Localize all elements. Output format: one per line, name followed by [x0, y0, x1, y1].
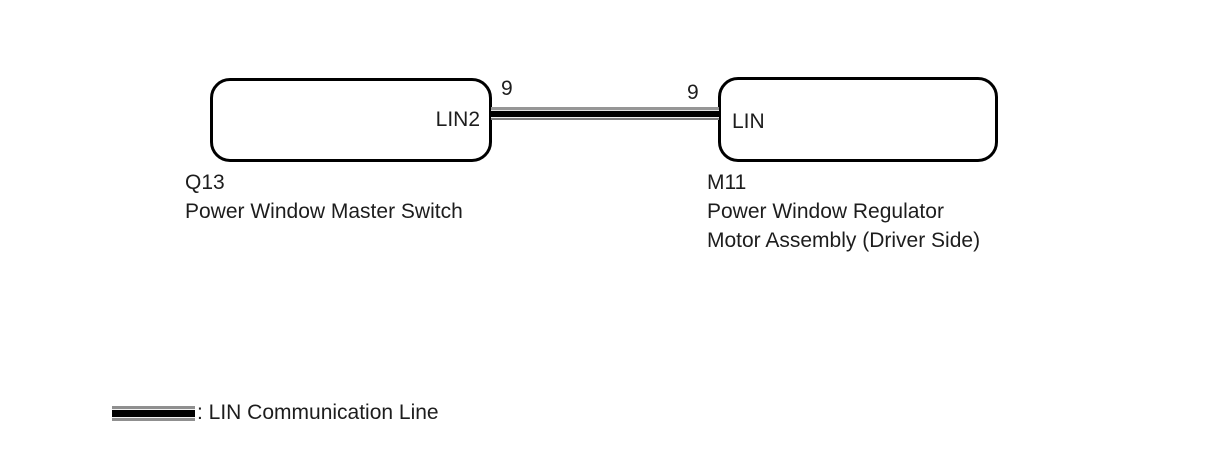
lin-line-swatch-icon [112, 405, 195, 421]
component-name-left-line1: Power Window Master Switch [185, 200, 463, 223]
port-label-lin: LIN [732, 109, 765, 133]
component-name-right-line1: Power Window Regulator [707, 200, 944, 223]
wire-stripe-black [491, 111, 719, 117]
component-code-right: M11 [707, 171, 747, 194]
wire-stripe-gray-bottom [491, 118, 719, 120]
component-box-power-window-regulator-motor: LIN [718, 77, 998, 162]
pin-number-right: 9 [687, 81, 699, 104]
wire-stripe-gap-top [491, 110, 719, 111]
component-label-left: Q13 Power Window Master Switch [185, 168, 463, 226]
component-box-power-window-master-switch: LIN2 [210, 78, 492, 162]
lin-communication-wire [491, 107, 719, 120]
legend-label: : LIN Communication Line [197, 401, 439, 424]
component-name-right-line2: Motor Assembly (Driver Side) [707, 229, 981, 252]
component-label-right: M11 Power Window Regulator Motor Assembl… [707, 168, 980, 255]
legend: : LIN Communication Line [112, 401, 439, 425]
port-label-lin2: LIN2 [435, 108, 480, 131]
component-code-left: Q13 [185, 171, 225, 194]
wire-stripe-gap-bottom [491, 117, 719, 118]
wire-stripe-gray-top [491, 107, 719, 110]
pin-number-left: 9 [501, 77, 513, 100]
